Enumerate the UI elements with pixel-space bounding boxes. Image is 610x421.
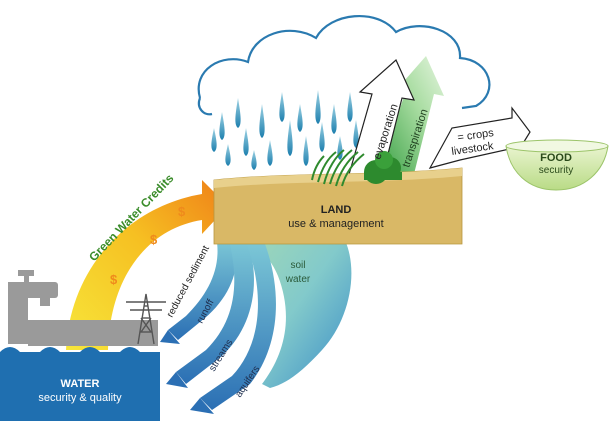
- tap-icon: [8, 270, 158, 346]
- water-subtitle: security & quality: [38, 392, 122, 404]
- land-subtitle: use & management: [288, 218, 383, 230]
- rain-drop: [319, 122, 325, 152]
- soil-water-label: soil: [290, 260, 305, 271]
- rain-drop: [211, 128, 217, 152]
- food-subtitle: security: [539, 165, 573, 176]
- rain-drop: [353, 120, 359, 148]
- dollar-sign: $: [150, 232, 158, 247]
- runoff-flow: [168, 236, 237, 340]
- food-bowl: [505, 145, 609, 191]
- rain-drop: [243, 128, 249, 156]
- rain-drop: [315, 90, 321, 124]
- rain-drop: [259, 104, 265, 138]
- rain-drop: [347, 92, 353, 122]
- crops-arrow: [428, 106, 531, 169]
- rain-drop: [297, 104, 303, 132]
- cloud-icon: [197, 14, 491, 110]
- rain-drop: [235, 98, 241, 128]
- crop-rows: [311, 149, 365, 187]
- land-title: LAND: [321, 204, 352, 216]
- rain-drop: [219, 112, 225, 140]
- streams-flow: [176, 236, 254, 384]
- aquifers-flow: [200, 236, 276, 410]
- water-block: [0, 352, 160, 421]
- green-water-credits-arc: [66, 180, 228, 350]
- rain-drop: [267, 140, 273, 166]
- pylon-icon: [126, 293, 166, 345]
- shrub-icon: [364, 151, 402, 184]
- dollar-sign: $: [110, 272, 118, 287]
- rain-drop: [251, 150, 257, 170]
- livestock-label: livestock: [451, 140, 495, 158]
- soil-water-flow: [238, 228, 352, 388]
- dollar-sign: $: [178, 204, 186, 219]
- rain-drop: [303, 136, 309, 166]
- rain-drop: [331, 104, 337, 134]
- transpiration-arrow: [376, 56, 444, 182]
- soil-water-label: water: [285, 274, 311, 285]
- crops-label: = crops: [457, 127, 495, 144]
- rain-drop: [279, 92, 285, 122]
- rain-drop: [225, 144, 231, 166]
- rain-drop: [287, 120, 293, 156]
- food-title: FOOD: [540, 152, 572, 164]
- water-title: WATER: [61, 378, 100, 390]
